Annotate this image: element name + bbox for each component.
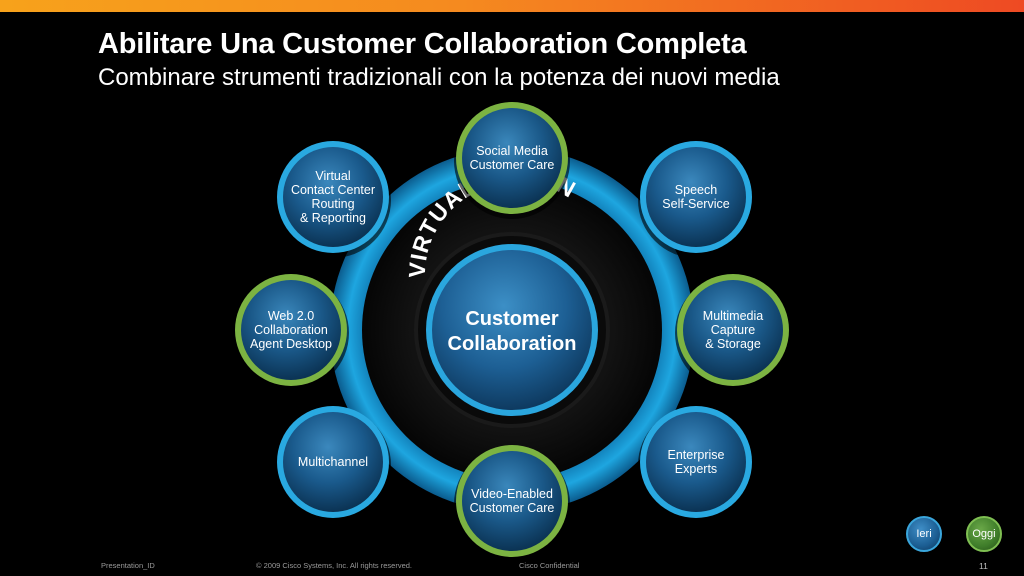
oggi-button[interactable]: Oggi — [966, 516, 1002, 552]
node-label-line: Video-Enabled — [471, 487, 553, 501]
center-node[interactable] — [432, 250, 592, 410]
node-face — [646, 412, 746, 512]
node-label-line: Routing — [311, 197, 354, 211]
node-label-line: Agent Desktop — [250, 337, 332, 351]
node-face — [241, 280, 341, 380]
node-label-line: Customer Care — [470, 158, 555, 172]
node-multichannel[interactable]: Multichannel — [275, 406, 391, 523]
node-face — [283, 412, 383, 512]
node-face — [283, 147, 383, 247]
node-label-line: Web 2.0 — [268, 309, 314, 323]
node-label-line: Multimedia — [703, 309, 763, 323]
node-label-line: Experts — [675, 462, 717, 476]
node-label-line: Social Media — [476, 144, 548, 158]
node-label-line: Self-Service — [662, 197, 729, 211]
node-face — [462, 108, 562, 208]
node-label-line: & Reporting — [300, 211, 366, 225]
center-label-line-1: Customer — [465, 308, 559, 330]
slide-subtitle: Combinare strumenti tradizionali con la … — [98, 64, 780, 91]
footer-copyright: © 2009 Cisco Systems, Inc. All rights re… — [256, 561, 413, 570]
center-label-line-2: Collaboration — [448, 333, 577, 355]
node-label-line: Speech — [675, 183, 717, 197]
footer-confidential: Cisco Confidential — [519, 561, 580, 570]
slide-title: Abilitare Una Customer Collaboration Com… — [98, 28, 747, 60]
ieri-button[interactable]: Ieri — [906, 516, 942, 552]
node-label-line: Multichannel — [298, 455, 368, 469]
top-accent-bar — [0, 0, 1024, 12]
node-face — [683, 280, 783, 380]
node-face — [462, 451, 562, 551]
node-label-line: Customer Care — [470, 501, 555, 515]
node-label-line: Collaboration — [254, 323, 328, 337]
node-label-line: Enterprise — [668, 448, 725, 462]
node-label-line: & Storage — [705, 337, 761, 351]
footer-presentation-id: Presentation_ID — [101, 561, 155, 570]
node-label-line: Virtual — [315, 169, 350, 183]
node-label-line: Capture — [711, 323, 756, 337]
node-label-line: Contact Center — [291, 183, 375, 197]
node-face — [646, 147, 746, 247]
page-number: 11 — [979, 561, 988, 571]
